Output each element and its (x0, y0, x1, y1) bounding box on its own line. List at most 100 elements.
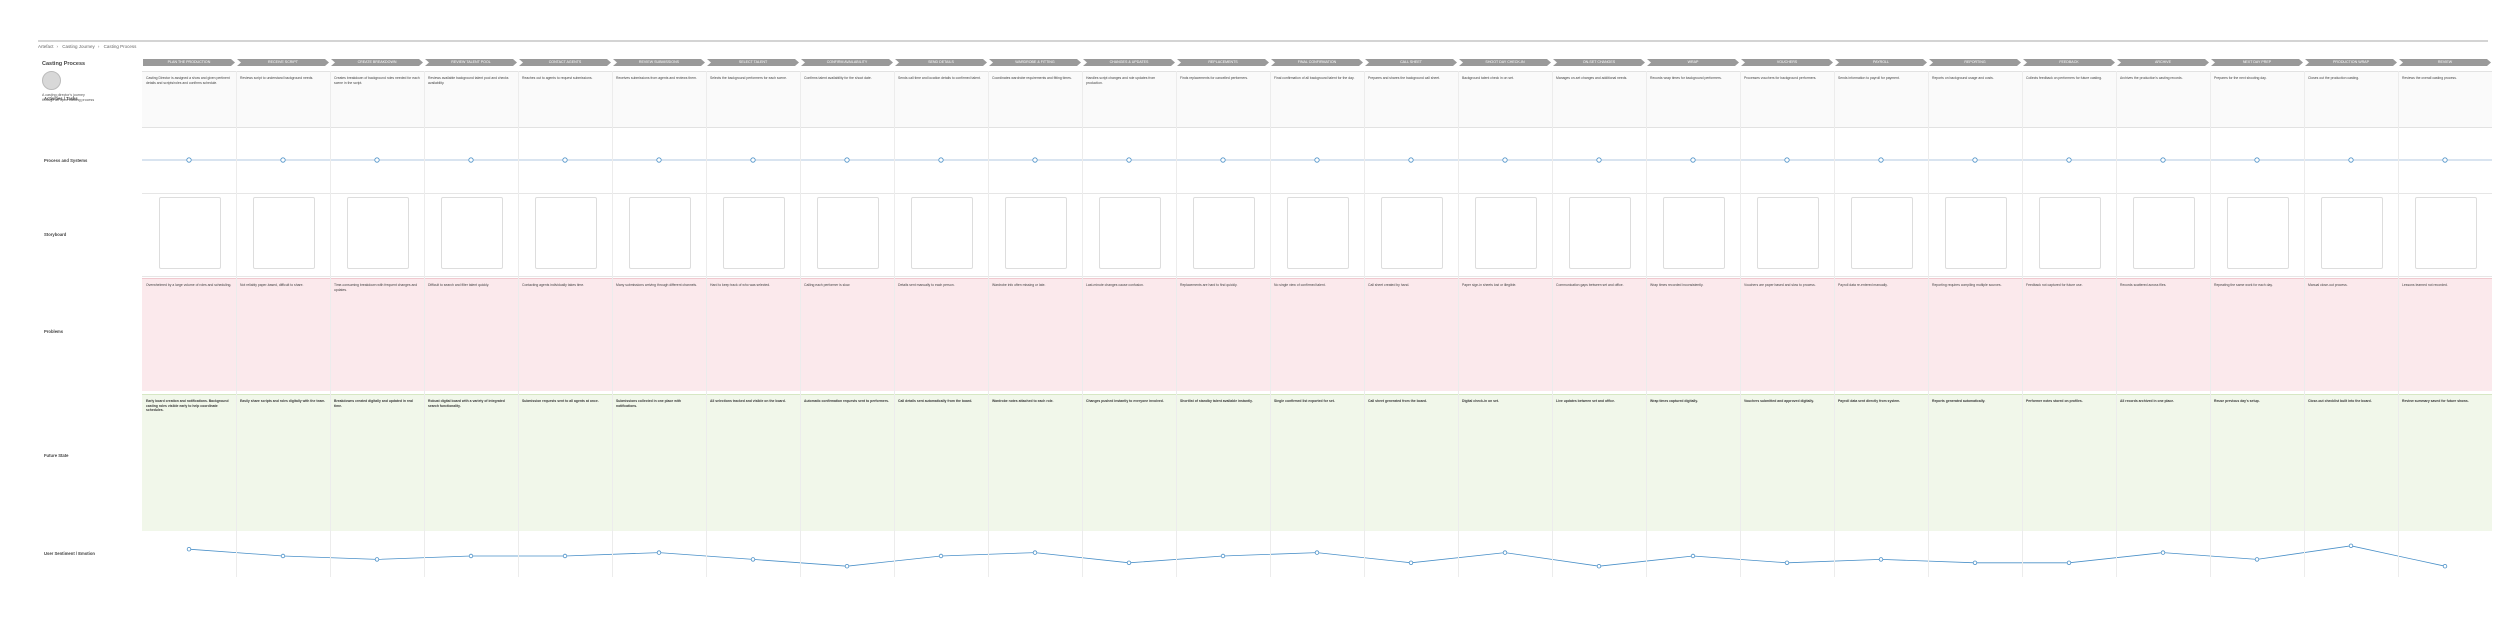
circle-node-icon (2160, 157, 2166, 163)
problem-text: Wrap times recorded inconsistently. (1650, 283, 1704, 287)
future-state-text: Easily share scripts and roles digitally… (240, 399, 326, 403)
column-divider (236, 71, 237, 577)
stage-header[interactable]: REVIEW TALENT POOL (425, 59, 517, 66)
stage-header[interactable]: FINAL CONFIRMATION (1271, 59, 1363, 66)
stage-header[interactable]: SEND DETAILS (895, 59, 987, 66)
column-divider (518, 71, 519, 577)
stage-header[interactable]: PLAN THE PRODUCTION (143, 59, 235, 66)
problem-text: Details sent manually to each person. (898, 283, 955, 287)
problem-text: Records scattered across files. (2120, 283, 2167, 287)
emotion-point (2254, 557, 2260, 562)
emotion-line (188, 545, 2446, 567)
stage-header[interactable]: PAYROLL (1835, 59, 1927, 66)
stage-header[interactable]: REPLACEMENTS (1177, 59, 1269, 66)
stage-header[interactable]: CHANGES & UPDATES (1083, 59, 1175, 66)
emotion-point (1878, 557, 1884, 562)
circle-node-icon (1314, 157, 1320, 163)
future-state-text: Wardrobe notes attached to each role. (992, 399, 1054, 403)
stage-header[interactable]: WRAP (1647, 59, 1739, 66)
problems-band (142, 278, 2492, 391)
problem-text: Difficult to search and filter talent qu… (428, 283, 490, 287)
circle-node-icon (1784, 157, 1790, 163)
circle-node-icon (1032, 157, 1038, 163)
stage-header[interactable]: WARDROBE & FITTING (989, 59, 1081, 66)
column-divider (800, 71, 801, 577)
storyboard-sketch (1569, 197, 1631, 269)
future-state-text: Payroll data sent directly from system. (1838, 399, 1901, 403)
future-state-text: Submission requests sent to all agents a… (522, 399, 599, 403)
column-divider (2116, 71, 2117, 577)
user-story-text: Processes vouchers for background perfor… (1744, 76, 1817, 80)
circle-node-icon (2254, 157, 2260, 163)
circle-node-icon (656, 157, 662, 163)
stage-header[interactable]: REVIEW (2399, 59, 2491, 66)
storyboard-sketch (2133, 197, 2195, 269)
emotion-point (186, 547, 192, 552)
future-state-text: Robust digital board with a variety of i… (428, 399, 505, 408)
breadcrumb-item[interactable]: Artefact (38, 44, 54, 49)
problem-text: Call sheet created by hand. (1368, 283, 1410, 287)
emotion-point (1784, 560, 1790, 565)
user-story-text: Final confirmation of all background tal… (1274, 76, 1355, 80)
column-divider (1646, 71, 1647, 577)
process-flow-diagram (142, 157, 2492, 163)
stage-header[interactable]: REVIEW SUBMISSIONS (613, 59, 705, 66)
emotion-point (1032, 550, 1038, 555)
circle-node-icon (562, 157, 568, 163)
user-story-text: Handles script changes and role updates … (1086, 76, 1156, 85)
stage-header[interactable]: REPORTING (1929, 59, 2021, 66)
problem-text: No single view of confirmed talent. (1274, 283, 1326, 287)
stage-header[interactable]: CREATE BREAKDOWN (331, 59, 423, 66)
stage-header[interactable]: CONFIRM AVAILABILITY (801, 59, 893, 66)
circle-node-icon (844, 157, 850, 163)
problem-text: Calling each performer is slow. (804, 283, 851, 287)
user-story-text: Closes out the production casting. (2308, 76, 2360, 80)
user-story-text: Background talent check in on set. (1462, 76, 1514, 80)
circle-node-icon (468, 157, 474, 163)
storyboard-sketch (1005, 197, 1067, 269)
problem-text: Reporting requires compiling multiple so… (1932, 283, 2002, 287)
future-state-text: Performer notes stored on profiles. (2026, 399, 2083, 403)
stage-header[interactable]: NEXT DAY PREP (2211, 59, 2303, 66)
storyboard-sketch (723, 197, 785, 269)
emotion-point (2348, 543, 2354, 548)
column-divider (1834, 71, 1835, 577)
user-story-text: Confirms talent availability for the sho… (804, 76, 872, 80)
persona-panel: Casting Process A casting director's jou… (42, 61, 142, 102)
emotion-chart (186, 543, 2448, 569)
emotion-point (468, 553, 474, 559)
breadcrumb-item[interactable]: Casting Journey (62, 44, 95, 49)
emotion-point (1408, 560, 1414, 565)
column-divider (1928, 71, 1929, 577)
storyboard-sketch (1757, 197, 1819, 269)
column-divider (424, 71, 425, 577)
stage-header[interactable]: ON-SET CHANGES (1553, 59, 1645, 66)
stage-header[interactable]: CALL SHEET (1365, 59, 1457, 66)
emotion-point (2442, 564, 2448, 569)
user-story-text: Manages on-set changes and additional ne… (1556, 76, 1628, 80)
stage-header[interactable]: FEEDBACK (2023, 59, 2115, 66)
stage-header[interactable]: CONTACT AGENTS (519, 59, 611, 66)
stage-header[interactable]: SELECT TALENT (707, 59, 799, 66)
circle-node-icon (1220, 157, 1226, 163)
future-state-text: Reuse previous day's setup. (2214, 399, 2260, 403)
user-story-text: Archives the production's casting record… (2120, 76, 2183, 80)
stage-header[interactable]: VOUCHERS (1741, 59, 1833, 66)
problem-text: Payroll data re-entered manually. (1838, 283, 1888, 287)
circle-node-icon (938, 157, 944, 163)
circle-node-icon (1690, 157, 1696, 163)
stage-header[interactable]: RECEIVE SCRIPT (237, 59, 329, 66)
stage-header[interactable]: PRODUCTION WRAP (2305, 59, 2397, 66)
row-label-problems: Problems (44, 329, 64, 334)
storyboard-sketch (817, 197, 879, 269)
storyboard-sketch (1099, 197, 1161, 269)
future-state-text: Live updates between set and office. (1556, 399, 1615, 403)
emotion-point (562, 553, 568, 559)
future-state-text: Wrap times captured digitally. (1650, 399, 1698, 403)
problem-text: Communication gaps between set and offic… (1556, 283, 1624, 287)
emotion-point (1126, 560, 1132, 565)
stage-header[interactable]: ARCHIVE (2117, 59, 2209, 66)
storyboard-sketch (347, 197, 409, 269)
emotion-point (750, 557, 756, 562)
stage-header[interactable]: SHOOT DAY CHECK-IN (1459, 59, 1551, 66)
